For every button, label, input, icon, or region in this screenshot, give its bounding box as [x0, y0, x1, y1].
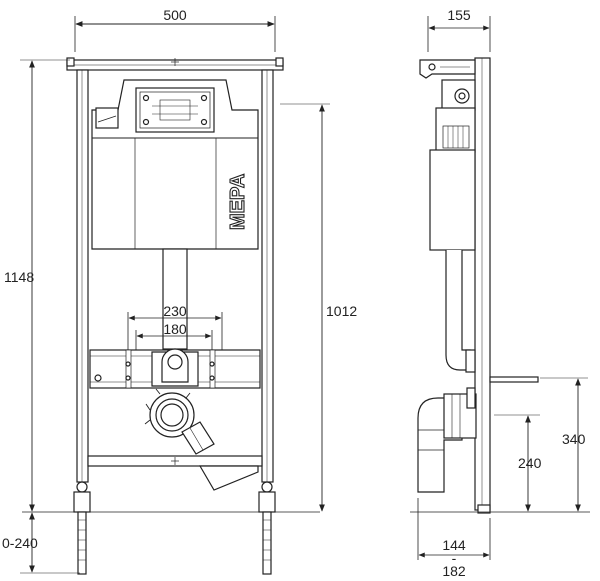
brand-logo: MEPA — [227, 174, 249, 230]
label-230: 230 — [163, 303, 187, 319]
floor-bracket — [198, 465, 259, 491]
side-valve — [441, 79, 476, 111]
dim-side-340 — [540, 377, 588, 512]
dim-side-depth — [427, 16, 491, 52]
label-340: 340 — [562, 431, 586, 447]
right-foot — [258, 481, 276, 575]
dim-side-bottom — [417, 498, 491, 560]
dim-side-240 — [494, 414, 540, 512]
label-dash: - — [452, 550, 457, 566]
label-240-side: 240 — [518, 455, 542, 471]
side-top-bracket — [419, 59, 476, 79]
top-bracket-left — [66, 57, 75, 67]
label-182: 182 — [442, 563, 466, 579]
drain-outlet — [181, 421, 215, 455]
dim-tank-height — [280, 103, 330, 512]
left-foot — [73, 481, 91, 575]
side-plate — [489, 376, 539, 383]
frame-section — [474, 57, 491, 511]
side-cistern — [429, 149, 476, 251]
dim-outlets — [127, 312, 223, 352]
label-1012: 1012 — [326, 303, 357, 319]
label-144: 144 — [442, 537, 466, 553]
right-post — [261, 69, 274, 483]
label-155: 155 — [447, 7, 471, 23]
label-0-240: 0-240 — [2, 535, 38, 551]
dim-frame-width — [74, 16, 276, 52]
left-post — [76, 69, 89, 483]
label-1148: 1148 — [4, 269, 34, 285]
cistern-inlet — [95, 107, 119, 129]
label-180: 180 — [163, 321, 187, 337]
side-flush-unit — [435, 107, 476, 153]
label-500: 500 — [163, 7, 187, 23]
dimension-labels: 500 230 180 1148 1012 0-240 155 340 240 … — [2, 7, 586, 579]
front-view: MEPA — [20, 16, 330, 575]
dim-adjust-range — [20, 512, 80, 574]
side-view — [410, 16, 590, 560]
dim-total-height — [20, 59, 70, 512]
top-bracket-right — [275, 57, 284, 67]
